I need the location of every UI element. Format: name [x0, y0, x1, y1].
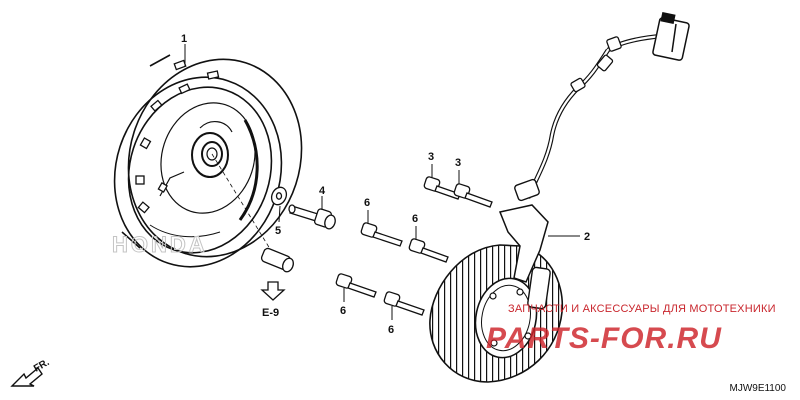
wire-harness-drawing — [514, 33, 663, 202]
bolt-6a-drawing — [360, 222, 403, 247]
callout-3a: 3 — [428, 151, 434, 163]
crank-bolt-drawing — [260, 247, 294, 273]
bolt-6b-drawing — [408, 238, 449, 263]
callout-4: 4 — [319, 185, 326, 197]
callout-1: 1 — [181, 33, 187, 45]
leader-5 — [278, 205, 281, 223]
front-arrow-icon — [10, 366, 43, 387]
washer-drawing — [270, 186, 288, 206]
callout-5: 5 — [275, 225, 281, 237]
watermark-brand: PARTS-FOR.RU — [486, 322, 722, 355]
reference-arrow — [260, 281, 286, 301]
front-arrow-label: FR. — [32, 357, 52, 375]
bolt-3b-drawing — [453, 183, 493, 208]
reference-label: E-9 — [262, 307, 279, 319]
bolt-6d-drawing — [383, 291, 425, 316]
stator-drawing — [429, 204, 564, 383]
bolt-3a-drawing — [423, 176, 461, 200]
connector-drawing — [652, 11, 690, 61]
callout-3b: 3 — [455, 157, 461, 169]
callout-6a: 6 — [364, 197, 370, 209]
honda-watermark: HONDA — [112, 232, 208, 257]
center-line — [211, 153, 279, 263]
watermark-tagline: ЗАПЧАСТИ И АКСЕССУАРЫ ДЛЯ МОТОТЕХНИКИ — [508, 303, 776, 315]
callout-2: 2 — [584, 231, 590, 243]
diagram-code: MJW9E1100 — [729, 383, 786, 394]
callout-6c: 6 — [340, 305, 346, 317]
callout-6b: 6 — [412, 213, 418, 225]
callout-6d: 6 — [388, 324, 394, 336]
bolt-6c-drawing — [335, 273, 377, 298]
flange-bolt-drawing — [288, 204, 336, 230]
